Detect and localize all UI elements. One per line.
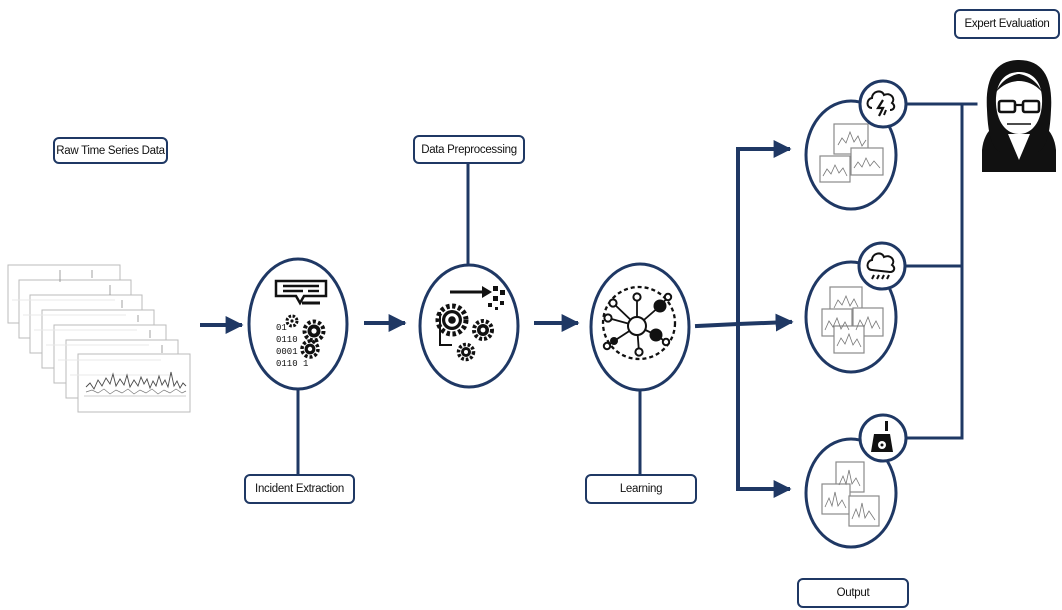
binary-line: 01	[276, 323, 287, 333]
binary-line: 0110	[276, 335, 298, 345]
output-charts-icon	[819, 123, 884, 183]
output-node-1	[804, 79, 908, 211]
output-charts-icon	[821, 461, 880, 527]
output-charts-icon	[821, 286, 884, 354]
incident-extraction-node: 01 0110 0001 0110 1	[247, 257, 349, 391]
binary-gears-icon: 01 0110 0001 0110 1	[274, 279, 328, 369]
binary-line: 0110 1	[276, 359, 308, 369]
output-node-2	[804, 241, 907, 374]
connector-lines	[200, 102, 978, 498]
power-plant-icon	[871, 421, 893, 452]
thunderstorm-icon	[866, 90, 896, 117]
output-node-3	[804, 413, 908, 549]
learning-label: Learning	[585, 474, 697, 504]
incident-extraction-label: Incident Extraction	[244, 474, 355, 504]
expert-evaluation-label: Expert Evaluation	[954, 9, 1060, 39]
binary-line: 0001	[276, 347, 298, 357]
raw-data-label: Raw Time Series Data	[53, 137, 168, 164]
gears-arrow-icon	[435, 286, 505, 362]
expert-woman-icon	[978, 55, 1060, 173]
learning-node	[589, 262, 691, 392]
data-preprocessing-label: Data Preprocessing	[413, 135, 525, 164]
data-preprocessing-node	[418, 263, 520, 389]
raw-data-stack-icon	[7, 264, 191, 413]
output-label: Output	[797, 578, 909, 608]
rain-icon	[866, 252, 896, 280]
neural-network-icon	[601, 285, 677, 361]
